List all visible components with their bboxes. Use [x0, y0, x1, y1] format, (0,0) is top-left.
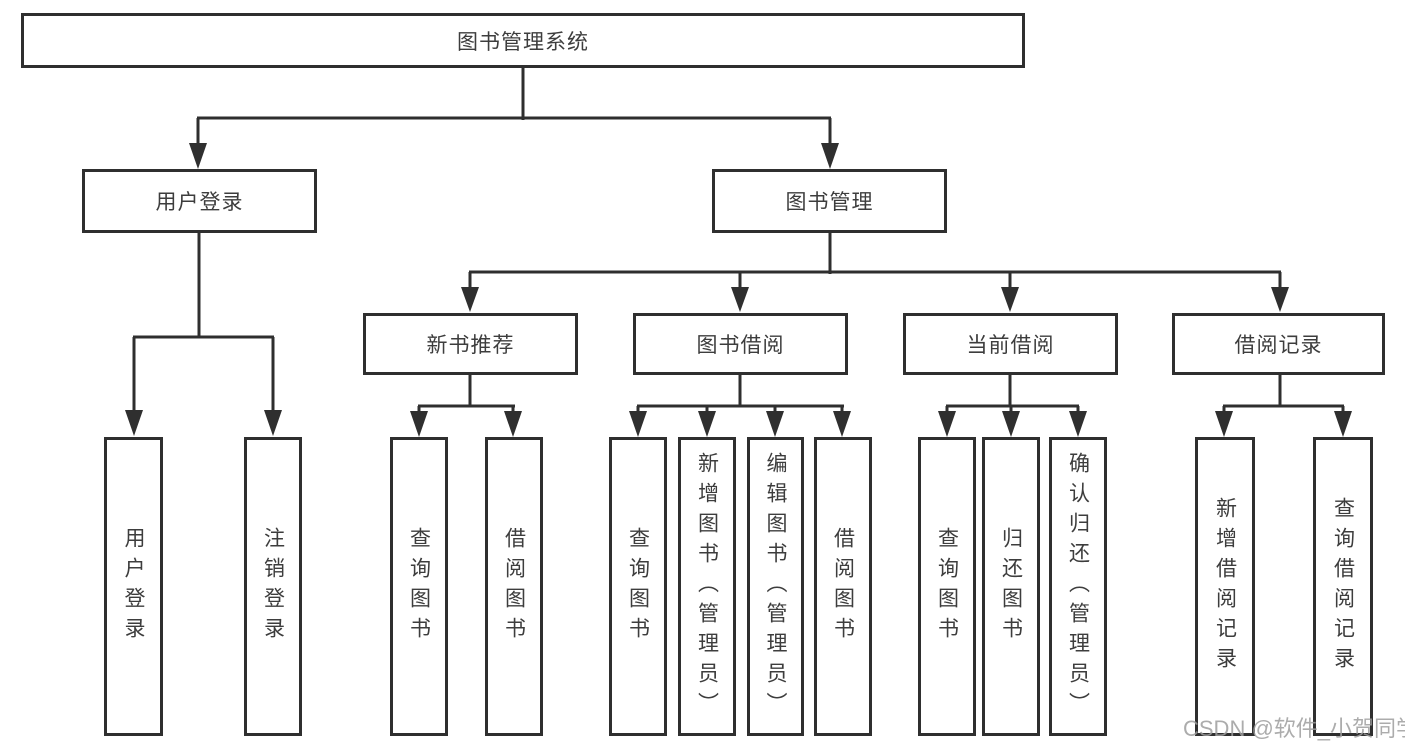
node-label: 查询图书 [407, 526, 431, 647]
arrowhead [731, 287, 749, 312]
arrowhead [1215, 411, 1233, 437]
leaf-logout: 注销登录 [244, 437, 302, 736]
csdn-watermark: CSDN @软件_小贺同学 [1183, 716, 1405, 741]
arrowhead [125, 410, 143, 436]
leaf-current-query-books: 查询图书 [918, 437, 976, 736]
arrowhead [504, 411, 522, 437]
node-book-management: 图书管理 [712, 169, 947, 233]
leaf-current-confirm-return-admin: 确认归还（管理员） [1049, 437, 1107, 736]
arrowhead [1001, 287, 1019, 312]
arrowhead [461, 287, 479, 312]
node-label: 编辑图书（管理员） [764, 451, 787, 722]
arrowhead [1069, 411, 1087, 437]
connector-new-book-children [410, 375, 522, 437]
leaf-borrowing-add-books-admin: 新增图书（管理员） [678, 437, 736, 736]
leaf-records-add-borrow-record: 新增借阅记录 [1195, 437, 1255, 736]
node-label: 查询借阅记录 [1331, 496, 1355, 677]
node-label: 用户登录 [155, 191, 244, 214]
leaf-borrowing-borrow-books: 借阅图书 [814, 437, 872, 736]
arrowhead [189, 143, 207, 169]
arrowhead [629, 411, 647, 437]
arrowhead [766, 411, 784, 437]
node-label: 图书借阅 [696, 334, 785, 357]
node-label: 图书管理系统 [457, 30, 589, 54]
connector-current-borrow-children [938, 375, 1087, 437]
arrowhead [833, 411, 851, 437]
node-user-login: 用户登录 [82, 169, 317, 233]
leaf-recommend-query-books: 查询图书 [390, 437, 448, 736]
node-label: 查询图书 [935, 526, 959, 647]
arrowhead [1334, 411, 1352, 437]
node-label: 新书推荐 [426, 334, 515, 357]
node-label: 借阅记录 [1234, 334, 1323, 357]
node-label: 用户登录 [122, 526, 145, 647]
arrowhead [1271, 287, 1289, 312]
node-label: 新增借阅记录 [1213, 496, 1237, 677]
node-label: 借阅图书 [502, 526, 526, 647]
leaf-records-query-borrow-record: 查询借阅记录 [1313, 437, 1373, 736]
arrowhead [821, 143, 839, 169]
node-label: 归还图书 [999, 526, 1023, 647]
node-book-borrowing: 图书借阅 [633, 313, 848, 375]
leaf-recommend-borrow-books: 借阅图书 [485, 437, 543, 736]
node-new-book-recommendation: 新书推荐 [363, 313, 578, 375]
connector-book-borrow-children [629, 375, 851, 437]
leaf-borrowing-query-books: 查询图书 [609, 437, 667, 736]
connector-borrow-records-children [1215, 375, 1352, 437]
connector-user-login-children [125, 233, 282, 436]
node-label: 查询图书 [626, 526, 650, 647]
arrowhead [410, 411, 428, 437]
arrowhead [698, 411, 716, 437]
node-label: 确认归还（管理员） [1066, 451, 1090, 722]
leaf-borrowing-edit-books-admin: 编辑图书（管理员） [747, 437, 804, 736]
node-current-borrowing: 当前借阅 [903, 313, 1118, 375]
connector-root-to-level2 [189, 68, 839, 169]
node-label: 新增图书（管理员） [695, 451, 719, 722]
arrowhead [1002, 411, 1020, 437]
connector-book-mgmt-children [461, 233, 1289, 312]
node-library-management-system: 图书管理系统 [21, 13, 1025, 68]
leaf-current-return-books: 归还图书 [982, 437, 1040, 736]
node-label: 借阅图书 [831, 526, 855, 647]
node-label: 注销登录 [261, 526, 285, 647]
node-label: 图书管理 [785, 191, 874, 214]
node-borrowing-records: 借阅记录 [1172, 313, 1385, 375]
leaf-user-login: 用户登录 [104, 437, 163, 736]
arrowhead [938, 411, 956, 437]
arrowhead [264, 410, 282, 436]
node-label: 当前借阅 [966, 334, 1055, 357]
